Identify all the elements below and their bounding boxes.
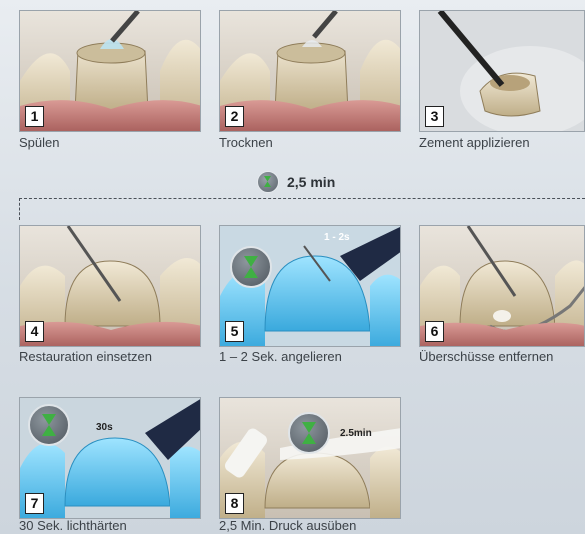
- step-number: 7: [25, 493, 44, 514]
- step-8-image: 2.5min 8: [219, 397, 401, 519]
- step-number: 4: [25, 321, 44, 342]
- step-6-caption: Überschüsse entfernen: [419, 349, 553, 364]
- step-1-image: 1: [19, 10, 201, 132]
- step-7-caption: 30 Sek. lichthärten: [19, 518, 127, 533]
- tooth-rinse-illustration: [20, 11, 201, 132]
- step-number: 3: [425, 106, 444, 127]
- step-number: 1: [25, 106, 44, 127]
- excess-removal-illustration: [420, 226, 585, 347]
- time-label: 30s: [96, 422, 113, 433]
- time-label: 2.5min: [340, 428, 372, 439]
- time-label: 1 - 2s: [324, 232, 350, 243]
- step-3-caption: Zement applizieren: [419, 135, 530, 150]
- step-number: 8: [225, 493, 244, 514]
- step-5-image: 1 - 2s 5: [219, 225, 401, 347]
- step-1-caption: Spülen: [19, 135, 59, 150]
- step-number: 5: [225, 321, 244, 342]
- hourglass-icon: [230, 246, 272, 288]
- step-4-image: 4: [19, 225, 201, 347]
- step-2-image: 2: [219, 10, 401, 132]
- hourglass-icon: [257, 171, 279, 193]
- timer-connector-line-left: [19, 198, 20, 220]
- tooth-dry-illustration: [220, 11, 401, 132]
- step-2-caption: Trocknen: [219, 135, 273, 150]
- step-8-caption: 2,5 Min. Druck ausüben: [219, 518, 356, 533]
- step-3-image: 3: [419, 10, 585, 132]
- timer: 2,5 min: [257, 171, 335, 193]
- timer-label: 2,5 min: [287, 174, 335, 190]
- step-4-caption: Restauration einsetzen: [19, 349, 152, 364]
- step-number: 6: [425, 321, 444, 342]
- hourglass-icon: [288, 412, 330, 454]
- restoration-insert-illustration: [20, 226, 201, 347]
- cement-apply-illustration: [420, 11, 585, 132]
- step-number: 2: [225, 106, 244, 127]
- hourglass-icon: [28, 404, 70, 446]
- step-6-image: 6: [419, 225, 585, 347]
- timer-connector-line: [19, 198, 585, 199]
- step-5-caption: 1 – 2 Sek. angelieren: [219, 349, 342, 364]
- step-7-image: 30s 7: [19, 397, 201, 519]
